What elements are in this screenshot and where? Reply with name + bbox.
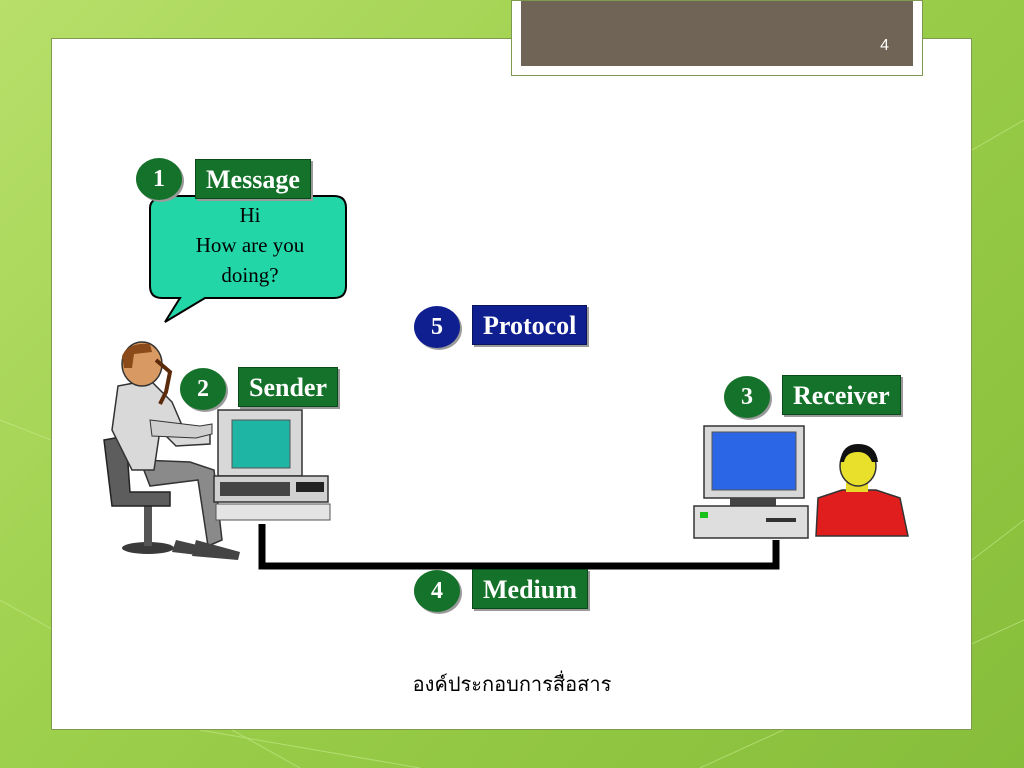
bubble-line-2: How are you <box>195 233 305 257</box>
receiver-person-icon <box>815 444 909 537</box>
bubble-line-3: doing? <box>221 263 279 287</box>
sender-computer-icon <box>213 409 331 521</box>
person-at-computer-icon <box>103 341 240 560</box>
receiver-computer-icon <box>693 425 809 539</box>
receiver-number: 3 <box>724 376 770 418</box>
medium-label: Medium <box>472 569 588 609</box>
message-number: 1 <box>136 158 182 200</box>
bubble-line-1: Hi <box>239 203 261 227</box>
protocol-number: 5 <box>414 306 460 348</box>
page-number-tab: 4 <box>511 0 923 76</box>
medium-cable <box>258 524 780 570</box>
page-number-tab-inner: 4 <box>521 1 913 66</box>
message-bubble-text: Hi How are you doing? <box>156 200 344 290</box>
sender-label: Sender <box>238 367 338 407</box>
protocol-label: Protocol <box>472 305 588 345</box>
page-number: 4 <box>880 37 889 54</box>
message-label: Message <box>195 159 311 199</box>
sender-number: 2 <box>180 368 226 410</box>
speech-bubble-icon <box>149 195 347 323</box>
medium-number: 4 <box>414 570 460 612</box>
diagram-caption: องค์ประกอบการสื่อสาร <box>412 672 612 696</box>
receiver-label: Receiver <box>782 375 901 415</box>
